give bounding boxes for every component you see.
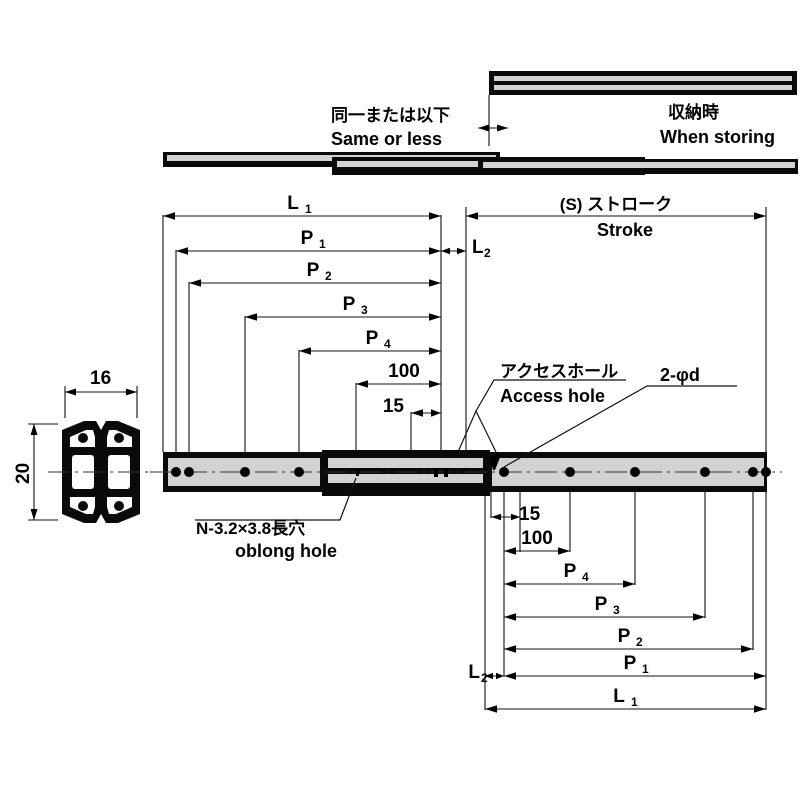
dim-label-P4-bottom: P bbox=[564, 561, 577, 582]
hole-diameter-label: 2-φd bbox=[660, 365, 700, 385]
dim-P1-bottom: P 1 bbox=[504, 653, 766, 680]
dim-P4-top: P 4 bbox=[299, 328, 441, 355]
when-storing-label-en: When storing bbox=[660, 127, 775, 147]
oblong-hole-label-jp: N-3.2×3.8長穴 bbox=[196, 518, 305, 538]
dim-sub-P4-top: 4 bbox=[384, 337, 391, 351]
access-hole-label-jp: アクセスホール bbox=[500, 362, 618, 381]
dim-sub-P2-top: 2 bbox=[325, 269, 332, 283]
cross-section-view: 16 20 bbox=[13, 368, 154, 523]
dim-label-L2-bottom: L bbox=[468, 662, 480, 683]
dim-label-15-top: 15 bbox=[383, 396, 405, 417]
bottom-dimension-stack: 15 100 P 4 P 3 P bbox=[468, 492, 767, 713]
callout-access-hole: アクセスホール Access hole bbox=[457, 362, 626, 453]
dim-label-P1-bottom: P bbox=[624, 653, 637, 674]
callout-oblong-hole: N-3.2×3.8長穴 oblong hole bbox=[195, 477, 357, 561]
dim-label-L1-bottom: L bbox=[613, 686, 625, 707]
dim-P2-top: P 2 bbox=[189, 260, 441, 287]
dim-sub-L1-bottom: 1 bbox=[631, 695, 638, 709]
dim-L2-top: L 2 bbox=[441, 237, 491, 260]
dim-label-15-bottom: 15 bbox=[519, 504, 541, 525]
access-hole-label-en: Access hole bbox=[500, 386, 605, 406]
dim-sub-P1-top: 1 bbox=[319, 237, 326, 251]
dim-100-top: 100 bbox=[356, 361, 441, 388]
dim-P2-bottom: P 2 bbox=[504, 626, 753, 653]
dim-label-L2-top: L bbox=[472, 237, 484, 258]
dim-L2-bottom: L 2 bbox=[468, 662, 504, 685]
dim-label-100-top: 100 bbox=[388, 361, 420, 382]
rail-holes-right bbox=[489, 455, 771, 477]
stroke-label-en: Stroke bbox=[597, 220, 653, 240]
dim-label-P2-top: P bbox=[307, 260, 320, 281]
rail-holes-left bbox=[171, 467, 304, 477]
stored-rail-bar bbox=[489, 71, 797, 95]
dim-sub-P3-top: 3 bbox=[361, 303, 368, 317]
top-dimension-stack: L 1 P 1 P 2 P 3 bbox=[162, 193, 767, 452]
dim-P3-bottom: P 3 bbox=[504, 594, 705, 621]
dim-label-P1-top: P bbox=[301, 228, 314, 249]
same-or-less-label-jp: 同一または以下 bbox=[331, 106, 450, 125]
stroke-label-jp: (S) ストローク bbox=[560, 195, 672, 214]
dim-sub-L1-top: 1 bbox=[305, 202, 312, 216]
storing-diagram: 同一または以下 Same or less 収納時 When storing bbox=[163, 71, 798, 175]
dim-stroke: (S) ストローク Stroke bbox=[466, 195, 766, 240]
dim-L1-top: L 1 bbox=[163, 193, 441, 220]
dim-P4-bottom: P 4 bbox=[504, 561, 635, 588]
dim-P1-top: P 1 bbox=[176, 228, 441, 255]
dim-label-P3-bottom: P bbox=[595, 594, 608, 615]
section-width-label: 16 bbox=[90, 368, 111, 389]
when-storing-label-jp: 収納時 bbox=[668, 102, 719, 122]
section-height-dimension: 20 bbox=[13, 423, 58, 521]
same-or-less-label-en: Same or less bbox=[331, 129, 442, 149]
dim-L1-bottom: L 1 bbox=[485, 686, 766, 713]
dim-label-L1-top: L bbox=[287, 193, 299, 214]
rail-oblong-slots bbox=[356, 468, 448, 477]
dim-sub-L2-bottom: 2 bbox=[481, 671, 488, 685]
dim-sub-P1-bottom: 1 bbox=[642, 662, 649, 676]
section-width-dimension: 16 bbox=[64, 368, 138, 418]
dim-label-P3-top: P bbox=[343, 294, 356, 315]
dim-label-100-bottom: 100 bbox=[521, 528, 553, 549]
dim-label-P2-bottom: P bbox=[618, 626, 631, 647]
section-height-label: 20 bbox=[13, 463, 34, 484]
storing-gap-marker bbox=[478, 95, 508, 146]
dim-sub-P3-bottom: 3 bbox=[613, 603, 620, 617]
main-rail-assembly bbox=[150, 450, 782, 496]
dim-sub-L2-top: 2 bbox=[484, 246, 491, 260]
dim-sub-P4-bottom: 4 bbox=[582, 570, 589, 584]
rail-segment-middle bbox=[322, 450, 490, 496]
dim-15-top: 15 bbox=[383, 396, 441, 417]
dim-P3-top: P 3 bbox=[245, 294, 441, 321]
oblong-hole-label-en: oblong hole bbox=[235, 541, 337, 561]
extended-rail-bar bbox=[163, 152, 798, 175]
callout-hole-diameter: 2-φd bbox=[503, 365, 737, 468]
dim-label-P4-top: P bbox=[366, 328, 379, 349]
dim-100-bottom: 100 bbox=[504, 528, 570, 555]
dim-15-bottom: 15 bbox=[491, 504, 541, 525]
dim-sub-P2-bottom: 2 bbox=[636, 635, 643, 649]
